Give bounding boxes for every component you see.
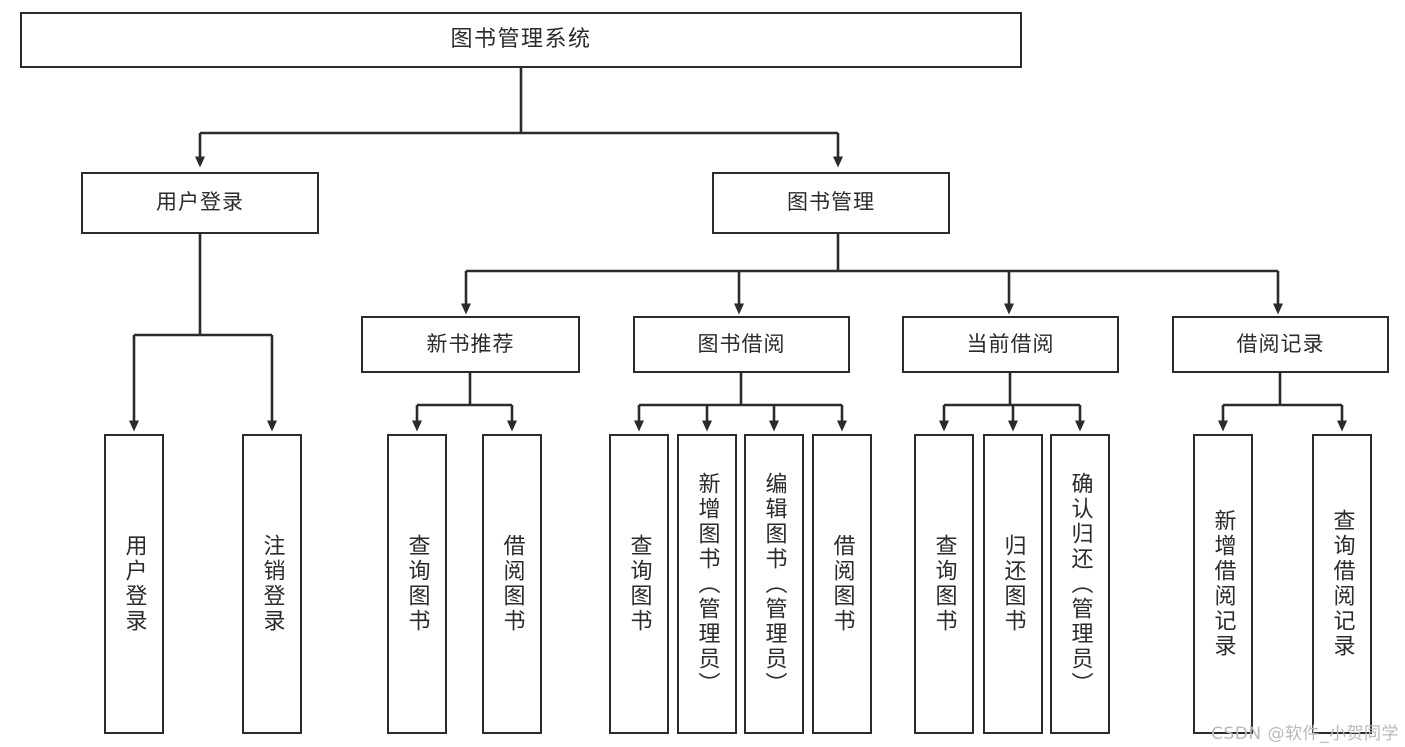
node-label: 图书管理 [787,190,875,215]
node-label: 查询借阅记录 [1329,509,1355,659]
node-label: 新增图书（管理员） [694,471,720,697]
node-label: 新增借阅记录 [1210,509,1236,659]
node-label: 新书推荐 [426,331,515,356]
node-borrow-record[interactable]: 借阅记录 [1172,316,1389,373]
node-label: 确认归还（管理员） [1067,471,1093,697]
node-label: 用户登录 [121,534,147,634]
node-label: 借阅图书 [829,534,855,634]
node-label: 注销登录 [259,534,285,634]
node-label: 查询图书 [404,534,430,634]
node-book-borrow[interactable]: 图书借阅 [633,316,850,373]
node-leaf-query-borrow-record[interactable]: 查询借阅记录 [1312,434,1372,734]
node-leaf-query-book-borrow[interactable]: 查询图书 [609,434,669,734]
node-leaf-edit-book-admin[interactable]: 编辑图书（管理员） [744,434,804,734]
node-label: 查询图书 [931,534,957,634]
watermark-text: CSDN @软件_小贺同学 [1211,724,1399,744]
node-leaf-add-book-admin[interactable]: 新增图书（管理员） [677,434,737,734]
node-leaf-borrow-book[interactable]: 借阅图书 [812,434,872,734]
node-leaf-user-login[interactable]: 用户登录 [104,434,164,734]
node-leaf-return-book[interactable]: 归还图书 [983,434,1043,734]
node-user-login[interactable]: 用户登录 [81,172,319,234]
node-book-management[interactable]: 图书管理 [712,172,950,234]
node-leaf-query-book-recommend[interactable]: 查询图书 [387,434,447,734]
node-label: 归还图书 [1000,534,1026,634]
node-new-book-recommend[interactable]: 新书推荐 [361,316,580,373]
node-label: 图书管理系统 [450,26,592,52]
node-leaf-logout[interactable]: 注销登录 [242,434,302,734]
node-label: 用户登录 [156,190,244,215]
node-current-borrow[interactable]: 当前借阅 [902,316,1119,373]
node-label: 查询图书 [626,534,652,634]
node-leaf-add-borrow-record[interactable]: 新增借阅记录 [1193,434,1253,734]
node-leaf-borrow-book-recommend[interactable]: 借阅图书 [482,434,542,734]
node-label: 编辑图书（管理员） [761,471,787,697]
node-label: 借阅记录 [1236,331,1325,356]
node-leaf-confirm-return-admin[interactable]: 确认归还（管理员） [1050,434,1110,734]
node-label: 当前借阅 [966,331,1055,356]
node-leaf-query-book-current[interactable]: 查询图书 [914,434,974,734]
node-root-book-management-system[interactable]: 图书管理系统 [20,12,1022,68]
node-label: 借阅图书 [499,534,525,634]
node-label: 图书借阅 [697,331,786,356]
